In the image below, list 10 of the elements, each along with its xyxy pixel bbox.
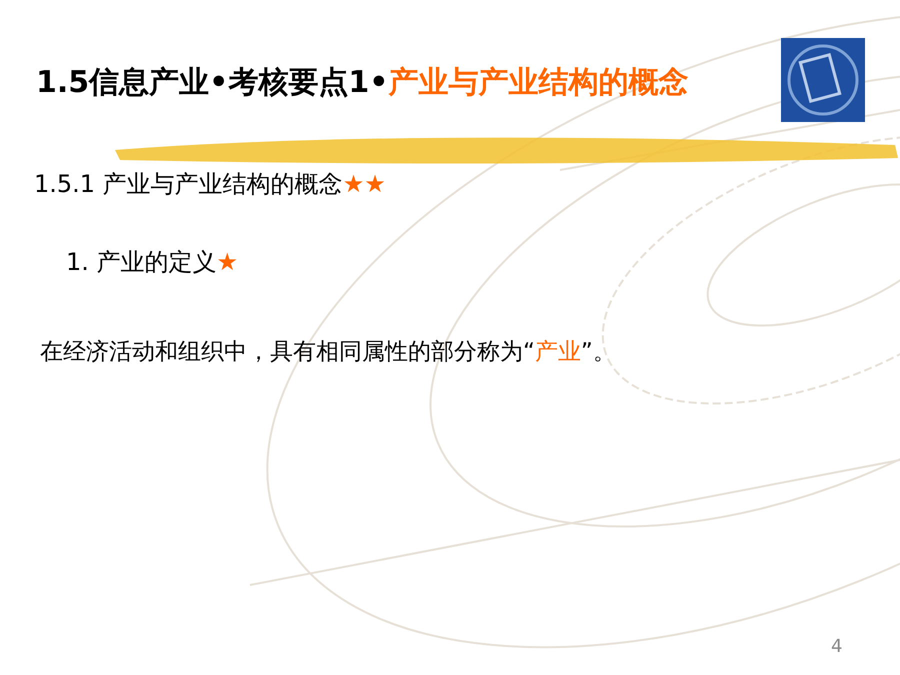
definition-text: 在经济活动和组织中，具有相同属性的部分称为“ — [40, 338, 535, 367]
slide-title: 1.5信息产业•考核要点1• — [36, 64, 388, 102]
rating-stars: ★★ — [342, 170, 386, 198]
section-heading: 1.5.1 产业与产业结构的概念 — [34, 169, 343, 200]
page-number: 4 — [831, 636, 842, 657]
highlighted-term: 产业 — [534, 338, 581, 367]
rating-stars: ★ — [216, 248, 238, 276]
slide-title-topic: 产业与产业结构的概念 — [388, 64, 688, 102]
subsection-heading: 1. 产业的定义 — [66, 247, 217, 278]
definition-text-end: ”。 — [580, 338, 616, 367]
